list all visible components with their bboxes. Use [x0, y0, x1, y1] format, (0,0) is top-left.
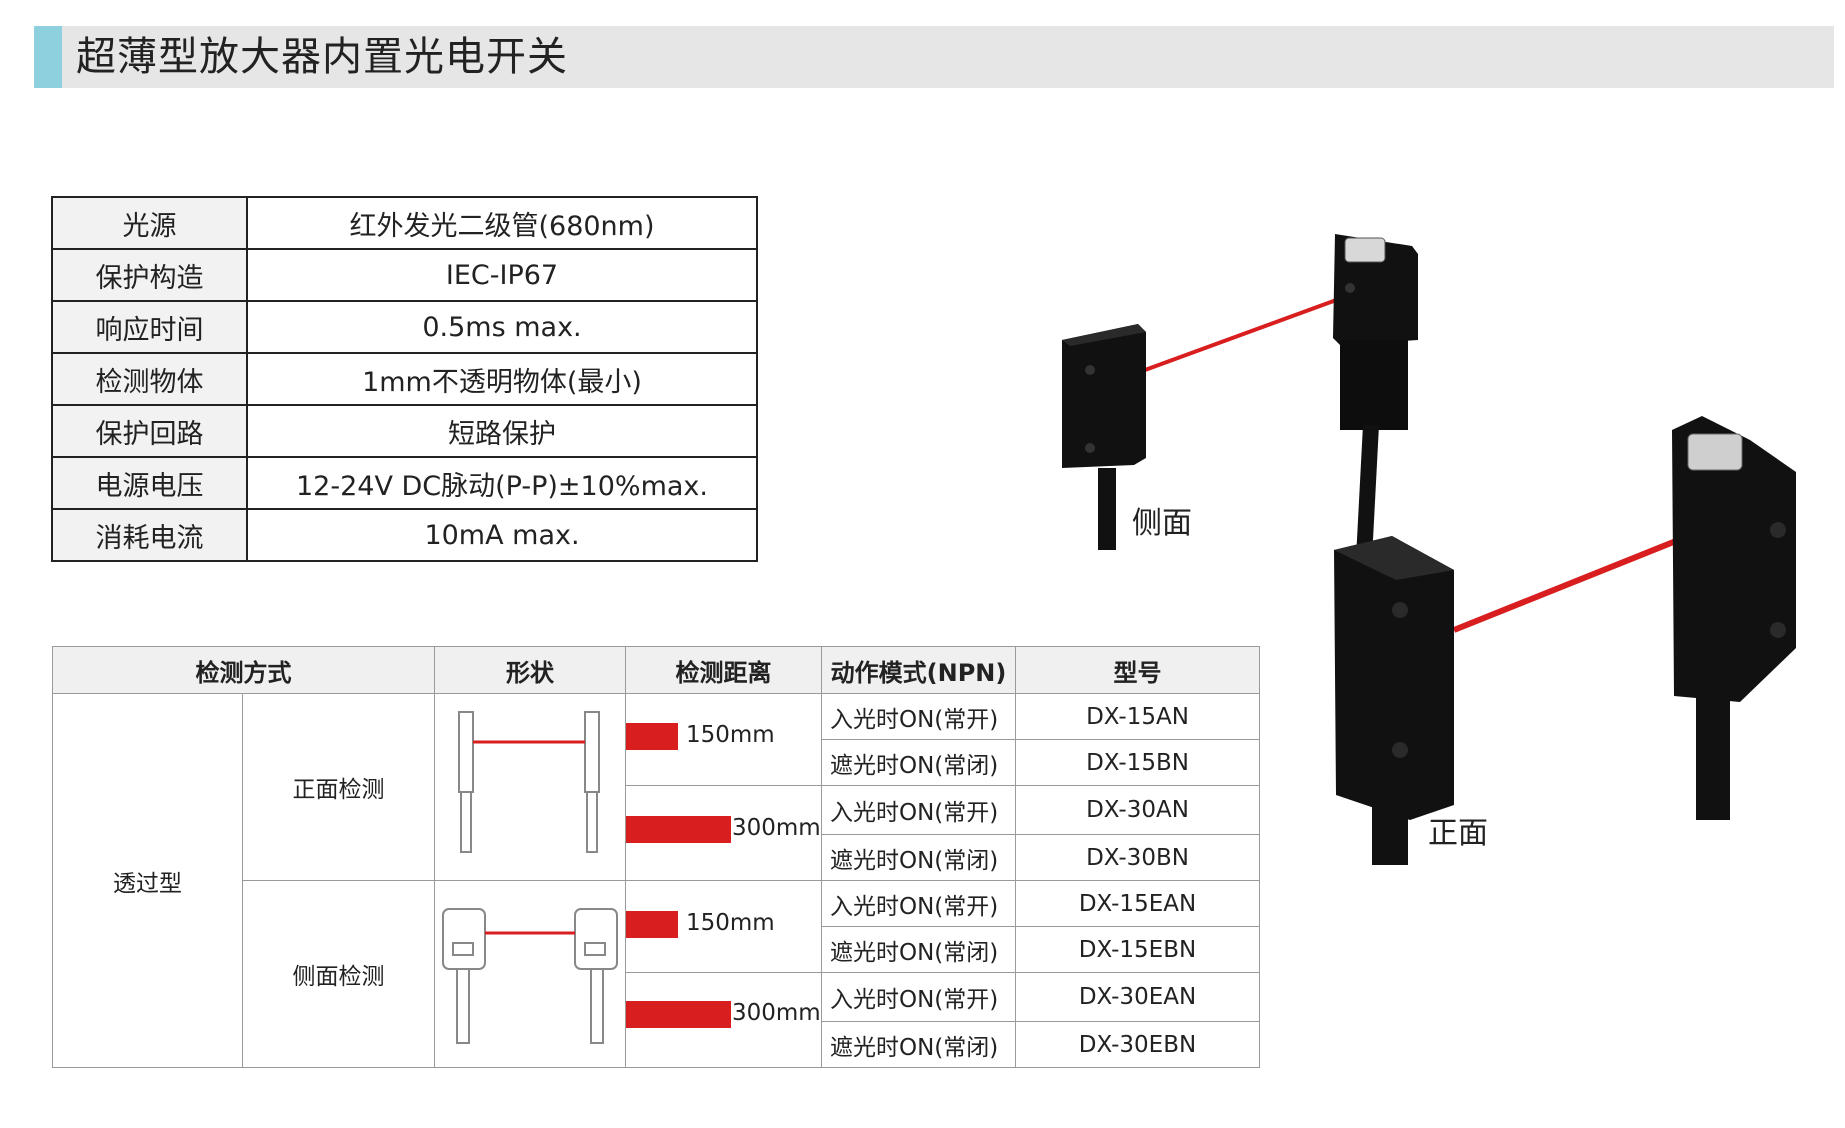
- mode-cell: 遮光时ON(常闭): [821, 1021, 1016, 1068]
- model-table: 检测方式 形状 检测距离 动作模式(NPN) 型号 透过型 正面检测 150mm…: [52, 646, 1260, 1068]
- table-row: 遮光时ON(常闭) DX-30BN: [53, 834, 1260, 881]
- mode-cell: 入光时ON(常开): [821, 693, 1016, 740]
- model-cell: DX-30BN: [1015, 834, 1260, 881]
- spec-label: 保护回路: [51, 404, 248, 458]
- side-view-product-image: [1062, 234, 1418, 550]
- table-row: 300mm 入光时ON(常开) DX-30EAN: [53, 972, 1260, 1068]
- table-row: 遮光时ON(常闭) DX-15BN: [53, 739, 1260, 786]
- spec-value: IEC-IP67: [246, 248, 758, 302]
- spec-label: 检测物体: [51, 352, 248, 406]
- spec-value: 10mA max.: [246, 508, 758, 562]
- distance-bar: [626, 1001, 731, 1028]
- spec-value: 1mm不透明物体(最小): [246, 352, 758, 406]
- distance-label: 300mm: [732, 1000, 821, 1026]
- shape-side: [434, 880, 626, 1068]
- spec-label: 光源: [51, 196, 248, 250]
- caption-side: 侧面: [1132, 506, 1192, 541]
- spec-value: 红外发光二级管(680nm): [246, 196, 758, 250]
- table-row: 遮光时ON(常闭) DX-30EBN: [53, 1021, 1260, 1068]
- page-title: 超薄型放大器内置光电开关: [76, 34, 568, 80]
- spec-label: 保护构造: [51, 248, 248, 302]
- distance-label: 300mm: [732, 815, 821, 841]
- spec-value: 0.5ms max.: [246, 300, 758, 354]
- distance-bar: [626, 816, 731, 843]
- distance-cell: 300mm: [625, 785, 822, 881]
- model-cell: DX-30AN: [1015, 785, 1260, 835]
- front-view-product-image: [1334, 416, 1796, 865]
- caption-front: 正面: [1428, 816, 1488, 851]
- distance-label: 150mm: [686, 722, 775, 748]
- distance-bar: [626, 723, 678, 750]
- mode-cell: 遮光时ON(常闭): [821, 926, 1016, 973]
- mode-cell: 入光时ON(常开): [821, 880, 1016, 927]
- spec-value: 12-24V DC脉动(P-P)±10%max.: [246, 456, 758, 510]
- table-row: 侧面检测 150mm 入光时ON(常开) DX-15EAN: [53, 880, 1260, 1068]
- mode-cell: 入光时ON(常开): [821, 785, 1016, 835]
- spec-label: 电源电压: [51, 456, 248, 510]
- spec-label: 响应时间: [51, 300, 248, 354]
- distance-cell: 300mm: [625, 972, 822, 1068]
- header-mode: 动作模式(NPN): [821, 646, 1016, 694]
- header-distance: 检测距离: [625, 646, 822, 694]
- table-row: 透过型 正面检测 150mm 入光时ON(常开) DX-15AN: [52, 693, 1260, 1068]
- spec-row: 保护回路短路保护: [51, 404, 758, 458]
- header-shape: 形状: [434, 646, 626, 694]
- model-cell: DX-30EAN: [1015, 972, 1260, 1022]
- method-front: 正面检测: [242, 693, 435, 881]
- spec-row: 光源红外发光二级管(680nm): [51, 196, 758, 250]
- model-cell: DX-15AN: [1015, 693, 1260, 740]
- mode-cell: 入光时ON(常开): [821, 972, 1016, 1022]
- header-detect-method: 检测方式: [52, 646, 435, 694]
- model-cell: DX-15EAN: [1015, 880, 1260, 927]
- mode-cell: 遮光时ON(常闭): [821, 834, 1016, 881]
- distance-bar: [626, 911, 678, 938]
- front-sensor-diagram: [458, 711, 600, 853]
- header-model: 型号: [1015, 646, 1260, 694]
- method-side: 侧面检测: [242, 880, 435, 1068]
- table-row: 300mm 入光时ON(常开) DX-30AN: [53, 785, 1260, 881]
- type-cell: 透过型: [52, 693, 243, 1068]
- mode-cell: 遮光时ON(常闭): [821, 739, 1016, 786]
- model-cell: DX-15BN: [1015, 739, 1260, 786]
- spec-value: 短路保护: [246, 404, 758, 458]
- title-bar: 超薄型放大器内置光电开关: [34, 26, 1834, 88]
- spec-label: 消耗电流: [51, 508, 248, 562]
- model-cell: DX-30EBN: [1015, 1021, 1260, 1068]
- title-accent: [34, 26, 62, 88]
- model-header-row: 检测方式 形状 检测距离 动作模式(NPN) 型号: [52, 646, 1260, 694]
- distance-cell: 150mm: [625, 693, 822, 786]
- distance-cell: 150mm: [625, 880, 822, 973]
- model-cell: DX-15EBN: [1015, 926, 1260, 973]
- shape-front: [434, 693, 626, 881]
- distance-label: 150mm: [686, 910, 775, 936]
- side-sensor-diagram: [442, 908, 618, 1044]
